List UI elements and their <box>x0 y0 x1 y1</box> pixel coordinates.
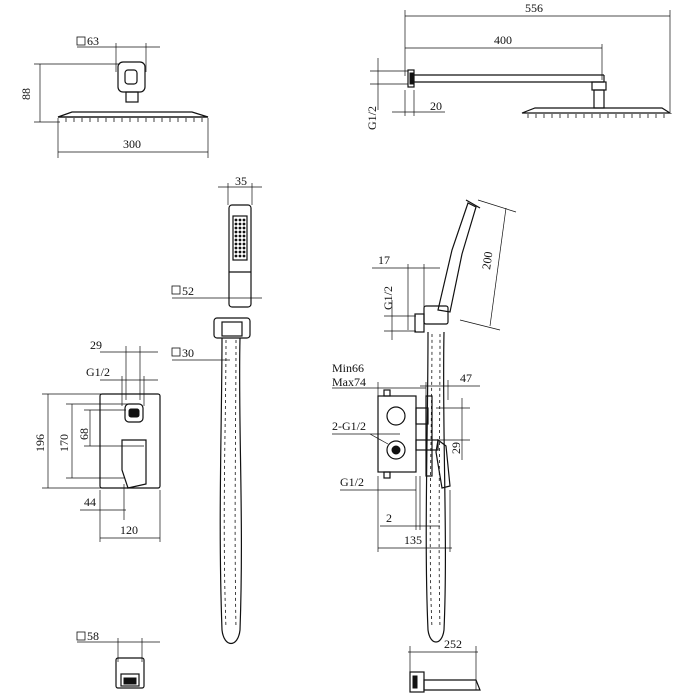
dim-88-label: 88 <box>19 88 33 100</box>
shower-arm-side-view: 556 400 G1/2 <box>365 1 673 130</box>
tub-spout-side-view: 252 <box>408 637 481 693</box>
dim-47-label: 47 <box>460 371 472 385</box>
dim-556-label: 556 <box>525 1 543 15</box>
dim-170-label: 170 <box>57 434 71 452</box>
dim-63-label: 63 <box>87 34 99 48</box>
dim-196-label: 196 <box>33 434 47 452</box>
tub-spout-front-view: 58 <box>76 629 160 689</box>
dim-400-label: 400 <box>494 33 512 47</box>
dim-g12-side-label: G1/2 <box>340 475 364 489</box>
shower-head-front-view: 63 88 300 <box>19 34 209 158</box>
dim-44-label: 44 <box>84 495 96 509</box>
dim-max74-label: Max74 <box>332 375 366 389</box>
dim-68-label: 68 <box>77 428 91 440</box>
dim-52-label: 52 <box>182 284 194 298</box>
dim-g12-top-label: G1/2 <box>365 106 379 130</box>
hand-shower-side-view: 200 17 G1/2 <box>372 199 517 643</box>
dim-2g12-label: 2-G1/2 <box>332 419 366 433</box>
dim-58-label: 58 <box>87 629 99 643</box>
dim-200-label: 200 <box>479 251 495 271</box>
dim-252-label: 252 <box>444 637 462 651</box>
dim-min66-label: Min66 <box>332 361 364 375</box>
dim-29-side-label: 29 <box>449 442 463 454</box>
hand-shower-front-view: 35 52 30 <box>171 174 262 645</box>
dim-g12-valve-label: G1/2 <box>86 365 110 379</box>
dim-300-label: 300 <box>123 137 141 151</box>
valve-body-side-view: Min66 Max74 47 2-G1/2 29 G1/2 <box>332 361 480 552</box>
dim-29-top-label: 29 <box>90 338 102 352</box>
dim-35-label: 35 <box>235 174 247 188</box>
dim-135-label: 135 <box>404 533 422 547</box>
dim-17-label: 17 <box>378 253 390 267</box>
dim-20-label: 20 <box>430 99 442 113</box>
valve-trim-front-view: 29 G1/2 196 170 68 44 120 <box>33 338 161 542</box>
dim-g12-holder-label: G1/2 <box>381 286 395 310</box>
dim-2-label: 2 <box>386 511 392 525</box>
dim-120-label: 120 <box>120 523 138 537</box>
dim-30-label: 30 <box>182 346 194 360</box>
